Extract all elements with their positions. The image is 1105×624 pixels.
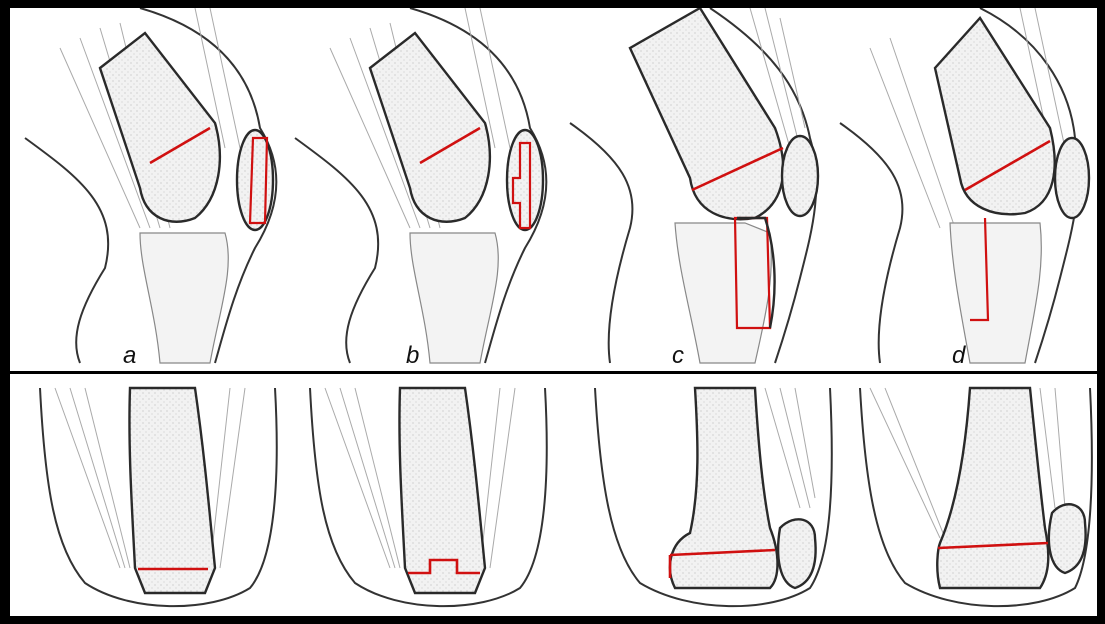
panel-label-a: a — [123, 344, 136, 368]
figure-frame: a b c d — [10, 8, 1097, 616]
panel-b-lateral — [295, 8, 546, 363]
knee-illustrations — [10, 8, 1097, 616]
panel-a-frontal — [40, 388, 277, 606]
panel-label-d: d — [952, 344, 965, 368]
panel-b-frontal — [310, 388, 547, 606]
panel-c-frontal — [595, 388, 832, 606]
panel-d-lateral — [840, 8, 1089, 363]
panel-label-c: c — [672, 344, 684, 368]
panel-label-b: b — [406, 344, 419, 368]
panel-c-lateral — [570, 8, 818, 363]
panel-a-lateral — [25, 8, 276, 363]
panel-d-frontal — [860, 388, 1092, 606]
row-divider — [10, 371, 1097, 374]
